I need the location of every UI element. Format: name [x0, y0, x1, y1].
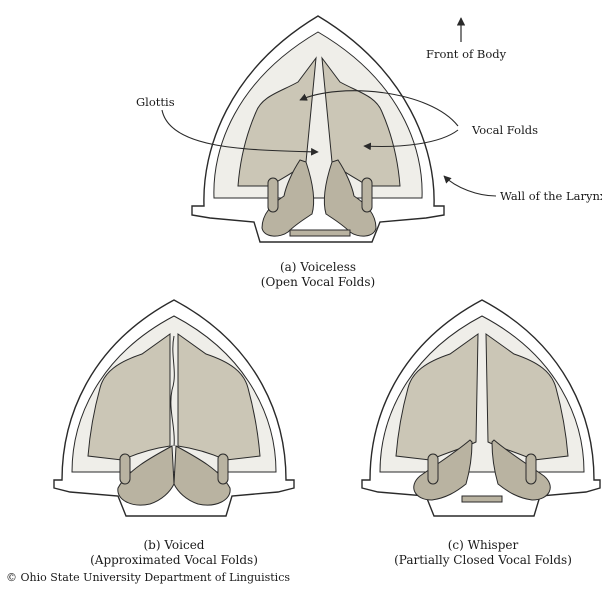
- caption-a-title: (a) Voiceless: [228, 260, 408, 275]
- copyright-notice: © Ohio State University Department of Li…: [6, 571, 290, 584]
- caption-a-subtitle: (Open Vocal Folds): [228, 275, 408, 290]
- caption-a: (a) Voiceless (Open Vocal Folds): [228, 260, 408, 290]
- left-cuneiform-a: [268, 178, 278, 212]
- caption-b: (b) Voiced (Approximated Vocal Folds): [74, 538, 274, 568]
- posterior-bar-c: [462, 496, 502, 502]
- larynx-b-voiced: [54, 300, 294, 516]
- larynx-a-voiceless: [192, 16, 444, 242]
- glottis-label: Glottis: [136, 95, 175, 109]
- front-of-body-label: Front of Body: [426, 47, 506, 61]
- right-cuneiform-a: [362, 178, 372, 212]
- caption-c-subtitle: (Partially Closed Vocal Folds): [378, 553, 588, 568]
- larynx-c-whisper: [362, 300, 600, 516]
- caption-c-title: (c) Whisper: [378, 538, 588, 553]
- left-cuneiform-b: [120, 454, 130, 484]
- posterior-bar-a: [290, 230, 350, 236]
- caption-c: (c) Whisper (Partially Closed Vocal Fold…: [378, 538, 588, 568]
- left-cuneiform-c: [428, 454, 438, 484]
- wall-of-larynx-label: Wall of the Larynx: [500, 189, 602, 203]
- caption-b-title: (b) Voiced: [74, 538, 274, 553]
- caption-b-subtitle: (Approximated Vocal Folds): [74, 553, 274, 568]
- right-cuneiform-c: [526, 454, 536, 484]
- wall-arrow: [444, 176, 496, 196]
- right-cuneiform-b: [218, 454, 228, 484]
- vocal-folds-label: Vocal Folds: [472, 123, 538, 137]
